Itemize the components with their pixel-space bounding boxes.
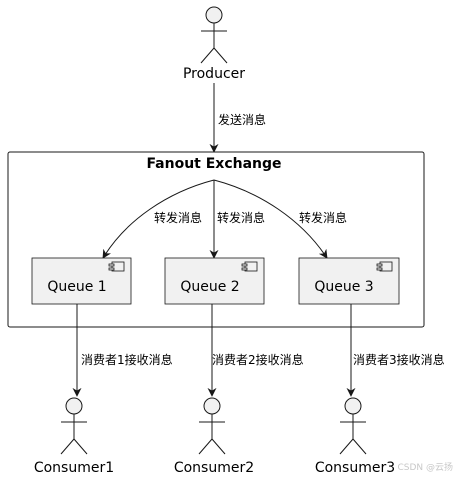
forward-label-1: 转发消息 [154,210,202,225]
consumer-2-actor: Consumer2 [174,397,254,476]
producer-icon [200,6,228,64]
consumer-1-actor: Consumer1 [34,397,114,476]
queue-1: Queue 1 [31,257,132,305]
queue-3-label: Queue 3 [314,279,373,295]
component-icon [108,261,125,272]
consume-label-1: 消费者1接收消息 [81,352,173,367]
consumer-icon [339,397,367,455]
watermark: CSDN @云扬 [397,463,453,473]
queue-1-label: Queue 1 [47,279,106,295]
queue-2: Queue 2 [164,257,265,305]
forward-label-2: 转发消息 [217,210,265,225]
consume-label-2: 消费者2接收消息 [212,352,304,367]
exchange-title: Fanout Exchange [146,156,281,172]
component-icon [376,261,393,272]
forward-label-3: 转发消息 [299,210,347,225]
producer-label: Producer [183,66,245,82]
forward-arrow-1 [102,179,215,259]
consumer-3-label: Consumer3 [315,460,395,476]
forward-arrow-3 [213,179,328,259]
consumer-icon [198,397,226,455]
consumer-icon [60,397,88,455]
consumer-1-label: Consumer1 [34,460,114,476]
queue-3: Queue 3 [298,257,400,305]
publish-label: 发送消息 [218,112,266,127]
component-icon [241,261,258,272]
consumer-2-label: Consumer2 [174,460,254,476]
consume-label-3: 消费者3接收消息 [353,352,445,367]
queue-2-label: Queue 2 [180,279,239,295]
producer-actor: Producer [183,6,245,82]
consumer-3-actor: Consumer3 [315,397,395,476]
